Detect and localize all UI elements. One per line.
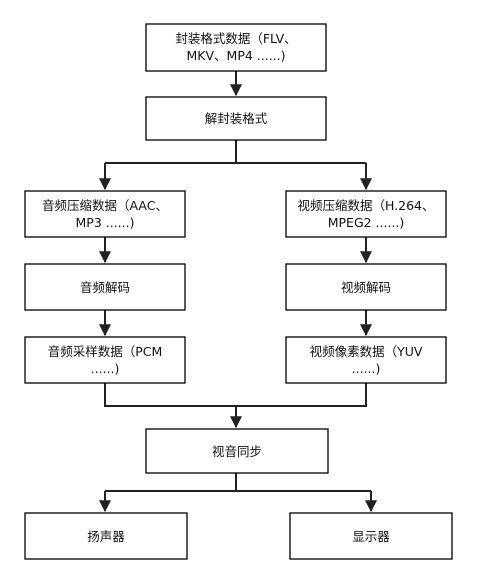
node-video-yuv: 视频像素数据（YUV ......) bbox=[285, 336, 447, 384]
node-video-yuv-line-1: 视频像素数据（YUV bbox=[310, 344, 423, 359]
node-audio-compressed: 音频压缩数据（AAC、 MP3 ......) bbox=[24, 190, 186, 238]
node-audio-compressed-line-1: 音频压缩数据（AAC、 bbox=[42, 198, 168, 213]
node-audio-compressed-line-2: MP3 ......) bbox=[76, 215, 135, 230]
node-demux: 解封装格式 bbox=[145, 96, 327, 141]
edges bbox=[99, 71, 377, 513]
node-container-data-line-2: MKV、MP4 ......) bbox=[187, 48, 286, 63]
node-speaker: 扬声器 bbox=[24, 512, 188, 560]
node-container-data: 封装格式数据（FLV、 MKV、MP4 ......) bbox=[145, 23, 327, 72]
node-display: 显示器 bbox=[289, 512, 453, 560]
node-audio-pcm: 音频采样数据（PCM ......) bbox=[24, 336, 186, 384]
node-speaker-label: 扬声器 bbox=[87, 529, 125, 544]
edge-sync-split bbox=[105, 473, 371, 492]
edge-merge-to-sync bbox=[104, 383, 367, 427]
node-video-compressed-line-2: MPEG2 ......) bbox=[328, 215, 405, 230]
node-audio-decode-label: 音频解码 bbox=[80, 280, 130, 295]
node-audio-decode: 音频解码 bbox=[24, 263, 186, 311]
node-video-decode: 视频解码 bbox=[285, 263, 447, 311]
node-container-data-line-1: 封装格式数据（FLV、 bbox=[175, 31, 296, 46]
edge-demux-split bbox=[105, 140, 366, 164]
node-video-yuv-line-2: ......) bbox=[352, 361, 381, 376]
node-audio-pcm-line-2: ......) bbox=[91, 361, 120, 376]
node-demux-label: 解封装格式 bbox=[205, 111, 268, 126]
node-av-sync-label: 视音同步 bbox=[212, 444, 262, 459]
node-video-compressed: 视频压缩数据（H.264、 MPEG2 ......) bbox=[285, 190, 447, 238]
node-display-label: 显示器 bbox=[352, 529, 390, 544]
node-video-decode-label: 视频解码 bbox=[341, 280, 391, 295]
node-video-compressed-line-1: 视频压缩数据（H.264、 bbox=[297, 198, 434, 213]
node-av-sync: 视音同步 bbox=[145, 428, 329, 474]
node-audio-pcm-line-1: 音频采样数据（PCM bbox=[48, 344, 163, 359]
